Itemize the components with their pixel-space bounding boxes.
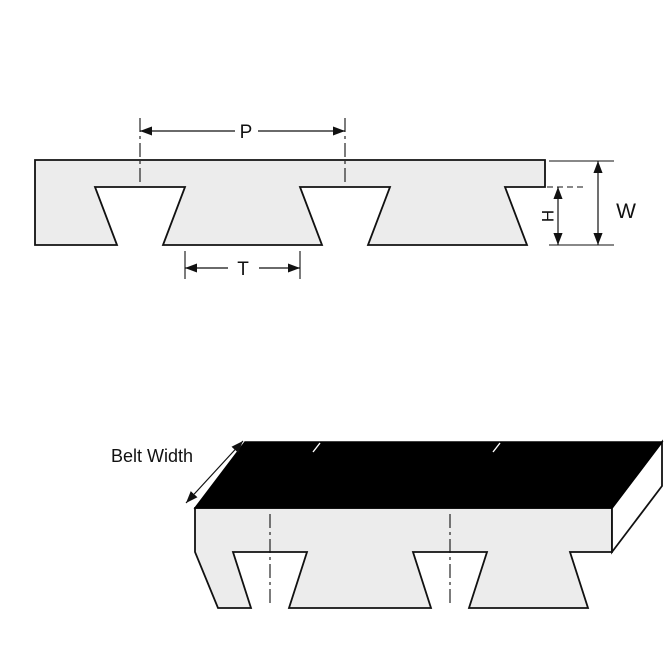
top-face-tooth-mark bbox=[492, 442, 501, 453]
belt-top-face bbox=[193, 441, 664, 509]
tooth-height-label: H bbox=[539, 210, 558, 222]
tooth-width-dimension: T bbox=[184, 251, 301, 280]
pitch-dimension: P bbox=[139, 118, 346, 183]
overall-thickness-label: W bbox=[616, 200, 636, 223]
pitch-label: P bbox=[240, 122, 253, 143]
belt-3d-view: Belt Width bbox=[111, 439, 664, 609]
tooth-height-dimension: H bbox=[539, 186, 584, 245]
belt-front-face bbox=[194, 507, 613, 609]
tooth-width-label: T bbox=[237, 259, 249, 280]
top-face-tooth-mark bbox=[312, 442, 321, 453]
belt-thickness-dimension: W bbox=[549, 160, 636, 246]
belt-profile-cross-section: P T H W bbox=[34, 118, 636, 280]
belt-width-arrow bbox=[185, 440, 244, 504]
belt-width-label: Belt Width bbox=[111, 446, 193, 466]
belt-profile-outline bbox=[34, 159, 546, 246]
